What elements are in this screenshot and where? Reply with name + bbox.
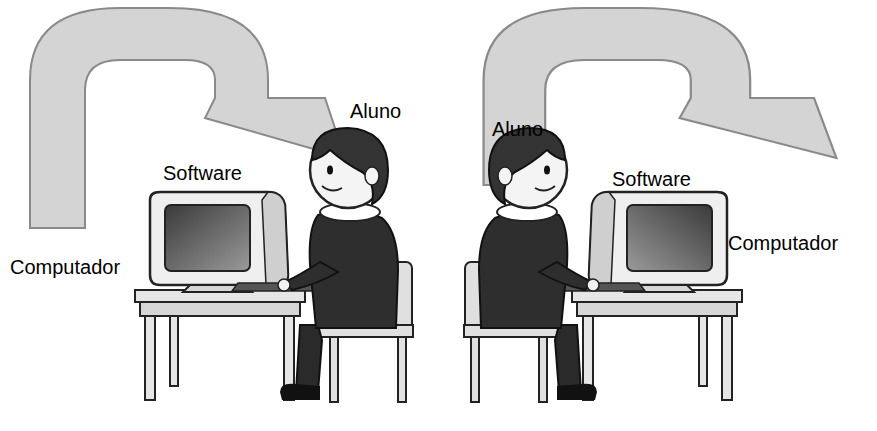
student-at-computer: [135, 128, 413, 402]
figure-label: Software: [163, 162, 242, 184]
figure-label: Aluno: [350, 100, 401, 122]
figure-label: Computador: [728, 232, 838, 254]
figure-label: Software: [612, 168, 691, 190]
student-at-computer: [464, 128, 742, 402]
figure-label: Aluno: [492, 118, 543, 140]
figure-label: Computador: [10, 256, 120, 278]
